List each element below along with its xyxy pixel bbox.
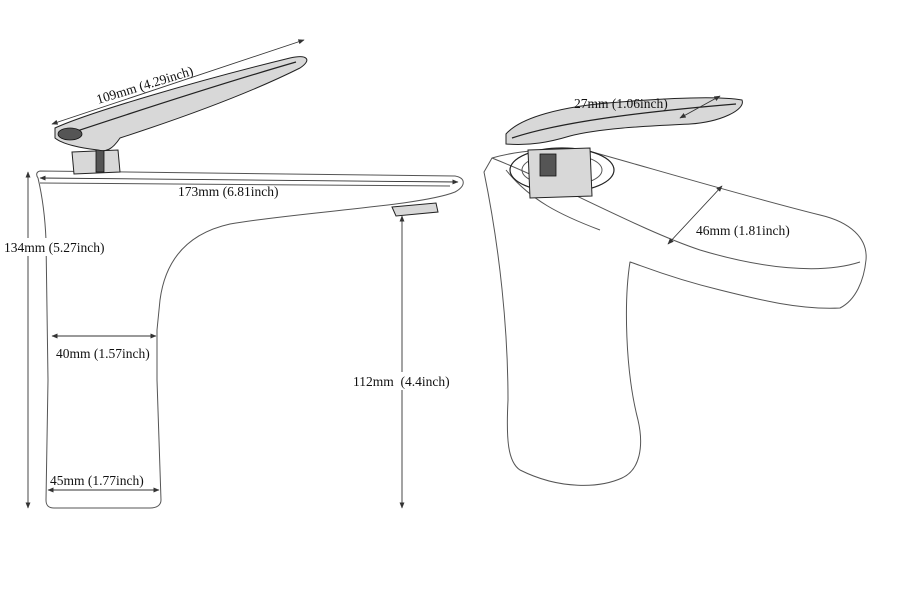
spout-width-label: 46mm (1.81inch) [696,223,790,238]
side-view-aerator [391,202,439,217]
perspective-body [483,148,867,486]
outlet-height-label: 112mm (4.4inch) [353,374,450,389]
side-view-body [36,170,464,509]
total-height-label: 134mm (5.27inch) [4,240,105,255]
side-view-faucet [36,56,464,509]
perspective-view-faucet [483,97,867,486]
spout-length-label: 173mm (6.81inch) [178,184,279,199]
handle-width-label: 27mm (1.06inch) [574,96,668,111]
base-width-label: 45mm (1.77inch) [50,473,144,488]
body-width-label: 40mm (1.57inch) [56,346,150,361]
